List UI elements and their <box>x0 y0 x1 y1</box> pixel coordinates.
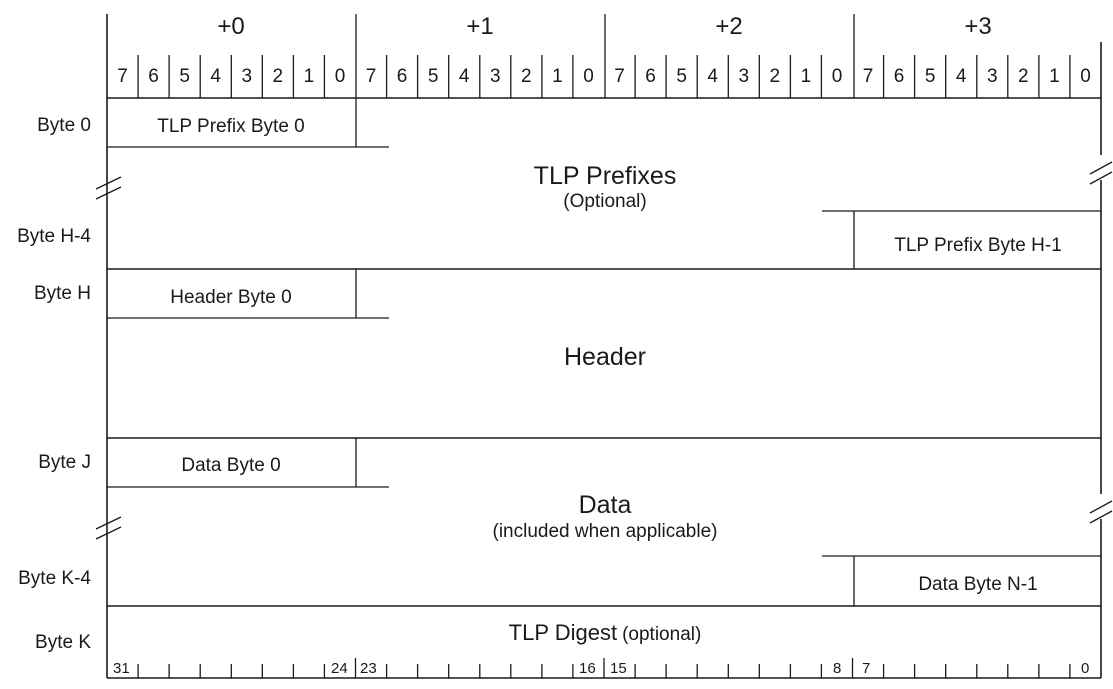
break-mark-right-prefix <box>1089 161 1113 175</box>
row-label-byte-0: Byte 0 <box>37 115 91 136</box>
bit-label: 6 <box>148 66 159 87</box>
row-label-byte-h-4: Byte H-4 <box>17 226 91 247</box>
data-title: Data <box>579 491 632 519</box>
bit-label: 0 <box>832 66 843 87</box>
data-byte-0: Data Byte 0 <box>181 455 280 476</box>
bit-label: 0 <box>583 66 594 87</box>
bit-scale-15: 15 <box>610 660 627 677</box>
data-byte-n-1: Data Byte N-1 <box>918 574 1037 595</box>
bit-label: 0 <box>1080 66 1091 87</box>
bit-scale-7: 7 <box>862 660 870 677</box>
tlp-digest-note: (optional) <box>622 624 701 645</box>
bit-scale-numbers: 31 24 23 16 15 8 7 0 <box>113 660 1089 677</box>
row-label-byte-h: Byte H <box>34 283 91 304</box>
bit-label: 5 <box>676 66 687 87</box>
bit-label: 3 <box>739 66 750 87</box>
tlp-prefix-byte-h-1: TLP Prefix Byte H-1 <box>894 235 1062 256</box>
bit-label: 1 <box>801 66 812 87</box>
bit-label: 2 <box>273 66 284 87</box>
row-label-byte-j: Byte J <box>38 452 91 473</box>
bit-scale-16: 16 <box>579 660 596 677</box>
bit-label: 4 <box>210 66 221 87</box>
byte-offset-2: +2 <box>715 13 742 40</box>
bit-label: 5 <box>428 66 439 87</box>
tlp-digest-label: TLP Digest(optional) <box>509 620 702 645</box>
header-byte-0: Header Byte 0 <box>170 287 291 308</box>
row-labels: Byte 0 Byte H-4 Byte H Byte J Byte K-4 B… <box>17 115 91 653</box>
bit-label: 2 <box>1018 66 1029 87</box>
tlp-prefixes-title: TLP Prefixes <box>534 162 677 190</box>
bit-label: 7 <box>863 66 874 87</box>
bit-label: 2 <box>521 66 532 87</box>
bit-label: 3 <box>490 66 501 87</box>
bit-label: 4 <box>459 66 470 87</box>
bit-label: 5 <box>925 66 936 87</box>
bit-label: 5 <box>179 66 190 87</box>
bit-label: 0 <box>335 66 346 87</box>
bit-label: 3 <box>987 66 998 87</box>
bit-scale-31: 31 <box>113 660 130 677</box>
bit-label: 7 <box>614 66 625 87</box>
bit-label: 1 <box>1049 66 1060 87</box>
bit-label: 6 <box>894 66 905 87</box>
byte-offset-0: +0 <box>217 13 244 40</box>
bit-scale-ticks <box>137 658 1071 678</box>
break-mark-left-data <box>95 516 122 530</box>
bit-label: 4 <box>707 66 718 87</box>
break-mark-left-prefix <box>95 176 122 190</box>
tlp-prefix-byte-0: TLP Prefix Byte 0 <box>157 116 305 137</box>
byte-offset-1: +1 <box>466 13 493 40</box>
header-title: Header <box>564 343 646 371</box>
bit-label: 7 <box>366 66 377 87</box>
row-label-byte-k-4: Byte K-4 <box>18 568 91 589</box>
byte-offset-3: +3 <box>964 13 991 40</box>
bit-label: 2 <box>770 66 781 87</box>
header-grid <box>106 14 1102 678</box>
bit-label: 7 <box>117 66 128 87</box>
data-note: (included when applicable) <box>493 521 718 542</box>
break-mark-right-data <box>1089 500 1113 514</box>
bit-scale-24: 24 <box>331 660 348 677</box>
bit-scale-23: 23 <box>360 660 377 677</box>
bit-scale-8: 8 <box>833 660 841 677</box>
bit-label: 3 <box>242 66 253 87</box>
field-labels: TLP Prefix Byte 0 TLP Prefixes (Optional… <box>157 116 1062 645</box>
bit-scale-0: 0 <box>1081 660 1089 677</box>
bit-label: 1 <box>304 66 315 87</box>
tlp-prefixes-note: (Optional) <box>563 191 646 212</box>
tlp-digest-title: TLP Digest <box>509 620 617 645</box>
byte-offset-labels: +0 +1 +2 +3 <box>217 13 991 40</box>
row-label-byte-k: Byte K <box>35 632 91 653</box>
bit-label: 1 <box>552 66 563 87</box>
bit-label: 6 <box>397 66 408 87</box>
packet-rows <box>95 98 1113 679</box>
bit-label: 4 <box>956 66 967 87</box>
bit-label: 6 <box>645 66 656 87</box>
